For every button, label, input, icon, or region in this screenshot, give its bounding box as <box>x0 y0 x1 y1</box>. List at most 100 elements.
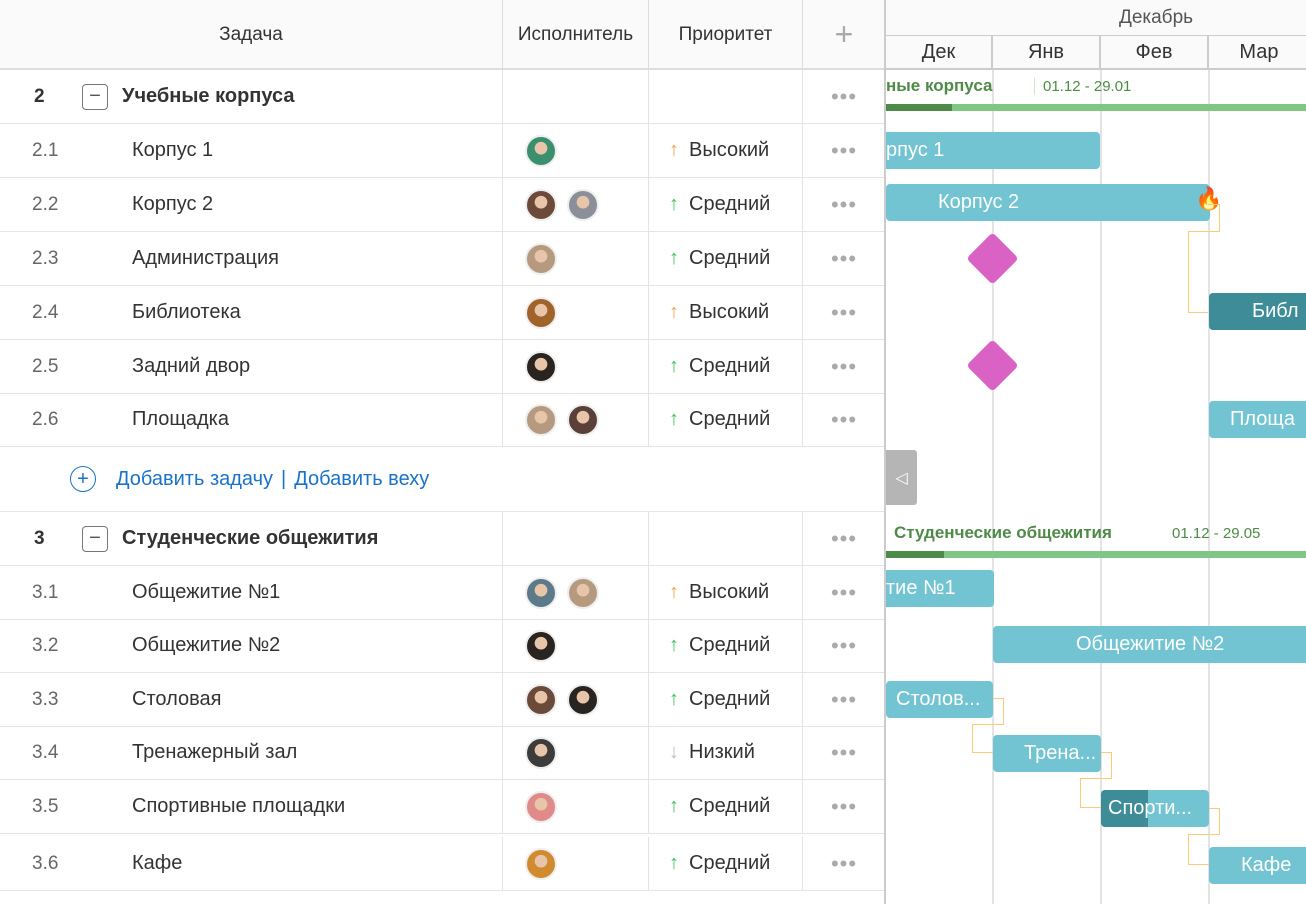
task-bar-2-1[interactable]: рпус 1 <box>886 132 1100 169</box>
collapse-toggle-icon[interactable]: − <box>82 83 108 110</box>
more-actions-icon[interactable]: ••• <box>830 191 858 217</box>
task-bar-2-6[interactable]: Площа <box>1209 401 1306 438</box>
priority-cell[interactable]: ↑Средний <box>649 340 803 393</box>
more-actions-icon[interactable]: ••• <box>830 245 858 271</box>
task-name[interactable]: Администрация <box>132 247 280 269</box>
task-bar-3-4[interactable]: Трена... <box>993 735 1101 772</box>
splitter[interactable] <box>884 0 886 904</box>
assignee-cell[interactable] <box>503 393 649 446</box>
avatar[interactable] <box>567 188 599 221</box>
more-actions-icon[interactable]: ••• <box>830 137 858 163</box>
priority-cell[interactable]: ↑Средний <box>649 232 803 285</box>
priority-cell[interactable]: ↑Высокий <box>649 566 803 619</box>
assignee-cell[interactable] <box>503 340 649 393</box>
task-name[interactable]: Спортивные площадки <box>132 795 346 817</box>
avatar[interactable] <box>525 242 557 275</box>
priority-cell[interactable]: ↑Средний <box>649 673 803 726</box>
assignee-cell[interactable] <box>503 178 649 231</box>
collapse-toggle-icon[interactable]: − <box>82 525 108 552</box>
avatar[interactable] <box>525 576 557 609</box>
priority-cell[interactable]: ↑Средний <box>649 780 803 833</box>
group-row[interactable]: 2−Учебные корпуса••• <box>0 70 885 124</box>
assignee-cell[interactable] <box>503 780 649 833</box>
task-name[interactable]: Корпус 1 <box>132 139 214 161</box>
column-header-assignee[interactable]: Исполнитель <box>503 0 649 69</box>
avatar[interactable] <box>525 736 557 769</box>
more-actions-icon[interactable]: ••• <box>830 83 858 109</box>
task-name[interactable]: Общежитие №2 <box>132 634 281 656</box>
more-actions-icon[interactable]: ••• <box>830 353 858 379</box>
milestone-2-5[interactable] <box>966 339 1019 392</box>
more-actions-icon[interactable]: ••• <box>830 525 858 551</box>
task-name[interactable]: Корпус 2 <box>132 193 214 215</box>
priority-cell[interactable]: ↑Высокий <box>649 286 803 339</box>
task-name[interactable]: Тренажерный зал <box>132 741 298 763</box>
column-header-task[interactable]: Задача <box>0 0 503 69</box>
priority-cell[interactable]: ↑Средний <box>649 837 803 890</box>
milestone-2-3[interactable] <box>966 232 1019 285</box>
avatar[interactable] <box>525 134 557 167</box>
task-name[interactable]: Столовая <box>132 688 222 710</box>
more-actions-icon[interactable]: ••• <box>830 739 858 765</box>
task-bar-3-1[interactable]: тие №1 <box>886 570 994 607</box>
task-bar-2-4[interactable]: Библ <box>1209 293 1306 330</box>
add-milestone-link[interactable]: Добавить веху <box>294 467 430 490</box>
priority-cell[interactable]: ↓Низкий <box>649 726 803 779</box>
avatar[interactable] <box>525 296 557 329</box>
more-actions-icon[interactable]: ••• <box>830 793 858 819</box>
avatar[interactable] <box>525 683 557 716</box>
task-name[interactable]: Кафе <box>132 852 183 874</box>
avatar[interactable] <box>567 403 599 436</box>
task-bar-3-5[interactable]: Спорти... <box>1101 790 1209 827</box>
more-actions-icon[interactable]: ••• <box>830 686 858 712</box>
add-column-button[interactable]: + <box>803 0 886 69</box>
task-name[interactable]: Задний двор <box>132 355 251 377</box>
assignee-cell[interactable] <box>503 673 649 726</box>
avatar[interactable] <box>567 576 599 609</box>
task-bar-3-2[interactable]: Общежитие №2 <box>993 626 1306 663</box>
add-task-link[interactable]: Добавить задачу <box>116 467 274 490</box>
more-actions-icon[interactable]: ••• <box>830 299 858 325</box>
avatar[interactable] <box>525 350 557 383</box>
task-name[interactable]: Общежитие №1 <box>132 581 281 603</box>
avatar[interactable] <box>525 188 557 221</box>
priority-cell[interactable]: ↑Высокий <box>649 124 803 177</box>
task-bar-3-3[interactable]: Столов... <box>886 681 993 718</box>
assignee-cell[interactable] <box>503 726 649 779</box>
assignee-cell[interactable] <box>503 232 649 285</box>
more-actions-icon[interactable]: ••• <box>830 850 858 876</box>
avatar[interactable] <box>525 403 557 436</box>
more-actions-icon[interactable]: ••• <box>830 632 858 658</box>
more-actions-icon[interactable]: ••• <box>830 579 858 605</box>
task-name[interactable]: Библиотека <box>132 301 241 323</box>
task-bar-3-6[interactable]: Кафе <box>1209 847 1306 884</box>
group-progress-bar[interactable] <box>886 104 1306 111</box>
assignee-cell[interactable] <box>503 124 649 177</box>
add-circle-icon[interactable]: + <box>70 466 96 492</box>
priority-cell[interactable]: ↑Средний <box>649 393 803 446</box>
avatar[interactable] <box>525 629 557 662</box>
collapse-grid-button[interactable]: ◁ <box>886 450 917 505</box>
task-name[interactable]: Площадка <box>132 408 229 430</box>
group-progress-bar[interactable] <box>886 551 1306 558</box>
column-header-priority[interactable]: Приоритет <box>649 0 803 69</box>
more-actions-icon[interactable]: ••• <box>830 406 858 432</box>
avatar[interactable] <box>525 790 557 823</box>
assignee-cell[interactable] <box>503 566 649 619</box>
group-row[interactable]: 3−Студенческие общежития••• <box>0 512 885 566</box>
avatar[interactable] <box>567 683 599 716</box>
priority-cell[interactable]: ↑Средний <box>649 619 803 672</box>
priority-cell[interactable]: ↑Средний <box>649 178 803 231</box>
assignee-cell[interactable] <box>503 286 649 339</box>
